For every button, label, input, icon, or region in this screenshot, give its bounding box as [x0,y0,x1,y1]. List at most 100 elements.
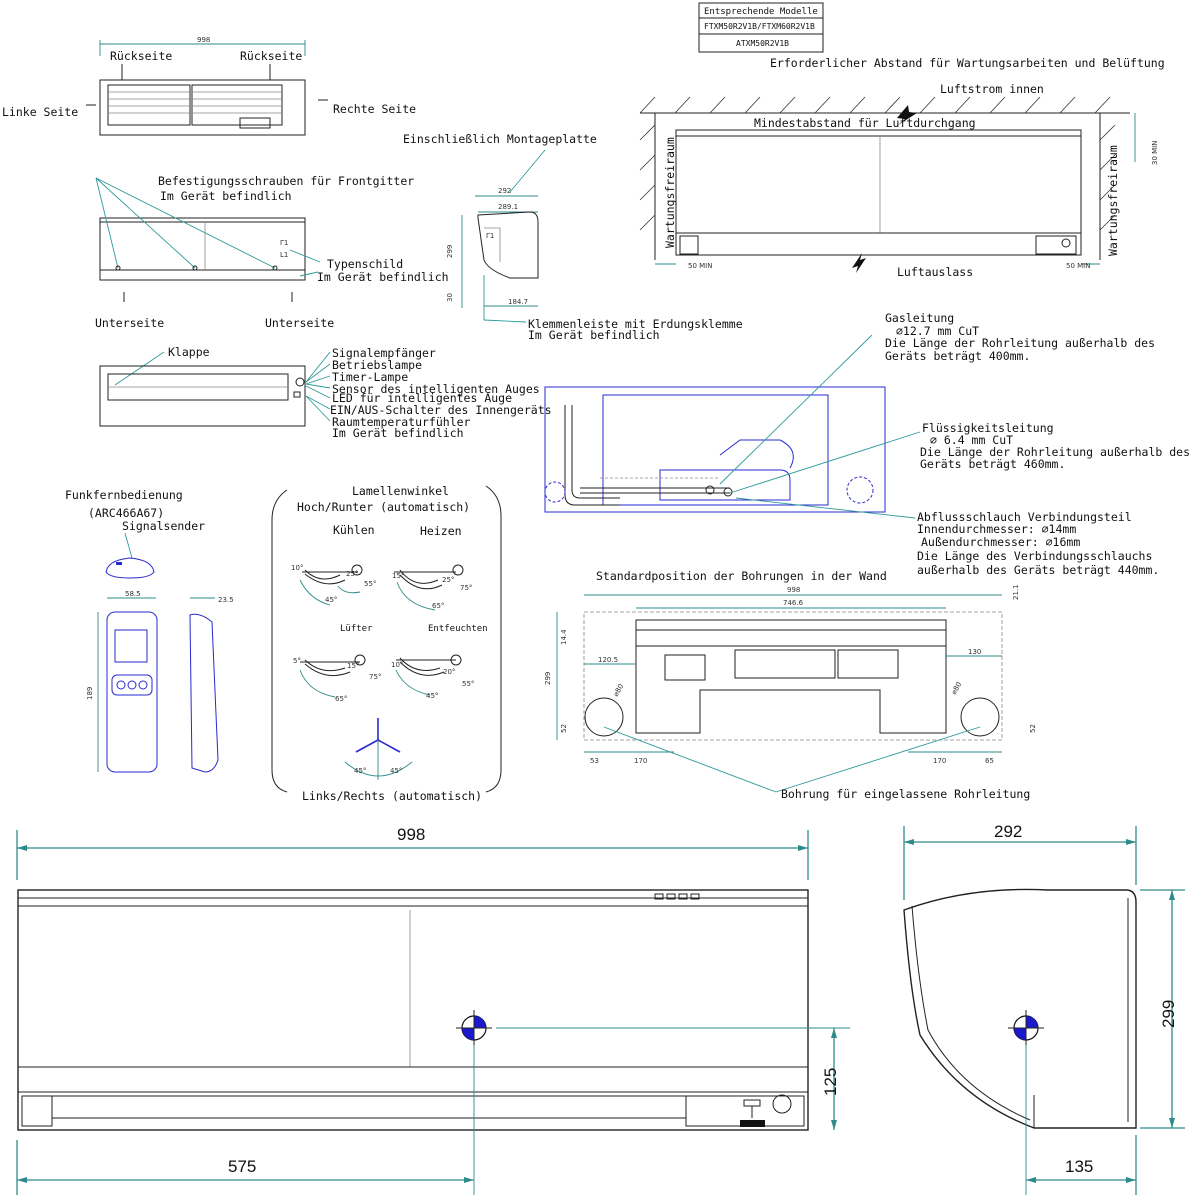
louver-dry: Entfeuchten [428,624,488,634]
wall-130: 130 [968,648,981,656]
models-header: Entsprechende Modelle [704,7,818,17]
lr-angle-1: 45° [354,767,366,775]
bottom-left-label: Unterseite [95,316,164,330]
louver-cool: Kühlen [333,523,375,537]
side-view-small: Einschließlich Montageplatte 292 289.1 Γ… [403,132,743,342]
drain-outer: Außendurchmesser: ⌀16mm [921,535,1080,549]
terminal-sub-label: Im Gerät befindlich [528,328,660,342]
dry-angle-2: 20° [443,668,455,676]
wall-14: 14.4 [560,629,568,645]
label-eye-sensor: Sensor des intelligenten Auges [332,382,540,396]
air-in-label: Luftstrom innen [940,82,1044,96]
svg-text:Γ1: Γ1 [486,232,494,240]
lr-diagram: 45° 45° [344,718,413,780]
models-row-2: ATXM50R2V1B [736,39,789,48]
big-side-135: 135 [1065,1157,1093,1176]
top-view: 998 Rückseite Rückseite Linke Seite Rech… [2,36,416,136]
cool-angle-3: 55° [364,580,376,588]
louver-title-1: Lamellenwinkel [352,484,449,498]
big-side-height: 299 [1159,1000,1178,1028]
louver-title-2: Hoch/Runter (automatisch) [297,500,470,514]
side-small-299: 299 [446,245,454,258]
center-of-gravity-front [456,1010,492,1046]
side-small-30: 30 [446,293,454,302]
drain-label: Abflussschlauch Verbindungsteil [917,510,1132,524]
liquid-label: Flüssigkeitsleitung [922,421,1054,435]
dry-diagram: 10° 20° 55° 45° [391,654,474,700]
dry-angle-3: 55° [462,680,474,688]
label-onoff-switch: EIN/AUS-Schalter des Innengeräts [330,403,552,417]
wall-phi-right: ⌀80 [950,681,963,696]
wall-65: 65 [985,757,994,765]
louver-lr-label: Links/Rechts (automatisch) [302,789,482,803]
bore-label: Bohrung für eingelassene Rohrleitung [781,787,1030,801]
remote-title: Funkfernbedienung [65,488,183,502]
big-side-depth: 292 [994,822,1022,841]
top-width-label: 998 [197,36,210,44]
gas-size: ⌀12.7 mm CuT [896,324,979,338]
min-top-label: 30 MIN [1151,141,1159,165]
terminal-label: Klemmenleiste mit Erdungsklemme [528,317,743,331]
bottom-right-label: Unterseite [265,316,334,330]
label-eye-led: LED für intelligentes Auge [332,391,512,405]
heat-angle-3: 75° [460,584,472,592]
label-timer-lamp: Timer-Lampe [332,370,408,384]
cool-diagram: 10° 25° 55° 45° [291,564,376,606]
screws-sub-label: Im Gerät befindlich [160,189,292,203]
remote-height: 189 [86,687,94,700]
big-side-view: 292 299 135 [903,822,1185,1195]
wall-52-left: 52 [560,724,568,733]
cool-angle-2: 25° [346,570,358,578]
clearance-diagram: Erforderlicher Abstand für Wartungsarbei… [639,56,1165,279]
remote-depth: 23.5 [218,596,234,604]
cool-angle-4: 45° [325,596,337,604]
big-front-575: 575 [228,1157,256,1176]
svg-text:Γ1: Γ1 [280,239,288,247]
flap-label: Klappe [168,345,210,359]
ceiling-hatch [639,96,1111,114]
mounting-plate-label: Einschließlich Montageplatte [403,132,597,146]
side-small-184: 184.7 [508,298,528,306]
left-side-label: Linke Seite [2,105,78,119]
front-view-small: Befestigungsschrauben für Frontgitter Im… [95,174,449,330]
heat-angle-4: 65° [432,602,444,610]
heat-angle-2: 25° [442,576,454,584]
big-front-width: 998 [397,825,425,844]
drain-length-2: außerhalb des Geräts beträgt 440mm. [917,563,1159,577]
wall-52-right: 52 [1029,724,1037,733]
wall-53: 53 [590,757,599,765]
louver-heat: Heizen [420,524,462,538]
svg-text:L1: L1 [280,251,288,259]
back-right-label: Rückseite [240,49,302,63]
nameplate-label: Typenschild [327,257,403,271]
min-pass-label: Mindestabstand für Luftdurchgang [754,116,976,130]
wall-phi-left: ⌀80 [612,683,625,698]
back-left-label: Rückseite [110,49,172,63]
drain-inner: Innendurchmesser: ⌀14mm [917,522,1076,536]
fan-diagram: 5° 15° 75° 65° [293,654,381,703]
heat-diagram: 15° 25° 75° 65° [392,564,472,611]
min-right-label: 50 MIN [1066,262,1090,270]
screws-label: Befestigungsschrauben für Frontgitter [158,174,414,188]
side-small-289: 289.1 [498,203,518,211]
big-front-125: 125 [821,1068,840,1096]
wall-120: 120.5 [598,656,618,664]
wall-170-right: 170 [933,757,946,765]
dry-angle-1: 10° [391,661,403,669]
liquid-length-1: Die Länge der Rohrleitung außerhalb des [920,445,1190,459]
wall-holes-view: Standardposition der Bohrungen in der Wa… [544,569,1037,801]
wall-299: 299 [544,672,552,685]
gas-length-2: Geräts beträgt 400mm. [885,349,1030,363]
remote-model: (ARC466A67) [88,506,164,520]
clearance-title: Erforderlicher Abstand für Wartungsarbei… [770,56,1165,70]
wall-746: 746.6 [783,599,804,607]
label-room-temp: Raumtemperaturfühler [332,415,471,429]
remote-sender-label: Signalsender [122,519,205,533]
air-out-label: Luftauslass [897,265,973,279]
wall-998: 998 [787,586,800,594]
fan-angle-1: 5° [293,657,301,665]
models-row-1: FTXM50R2V1B/FTXM60R2V1B [704,22,815,31]
side-small-292: 292 [498,187,511,195]
service-left-label: Wartungsfreiraum [663,137,677,248]
